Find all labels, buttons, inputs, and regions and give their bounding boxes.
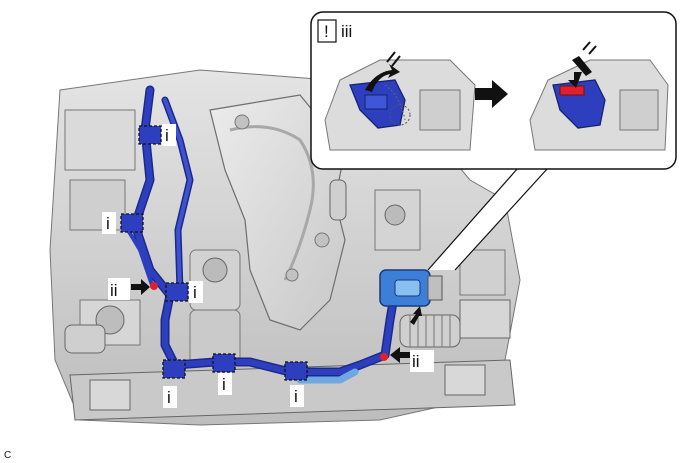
red-clip-right <box>380 353 388 361</box>
clamp-box <box>165 282 189 302</box>
label-ii: ii <box>110 281 118 300</box>
transition-arrow-icon <box>475 80 508 108</box>
label-i: i <box>222 375 226 394</box>
illustration-code: C <box>4 450 11 461</box>
callout-box: ! iii <box>310 11 677 170</box>
arrow-right-icon <box>131 279 150 295</box>
callout-pointer <box>427 167 549 271</box>
connector-after-illustration <box>529 41 669 151</box>
attention-symbol: ! <box>324 22 329 41</box>
label-i: i <box>165 126 169 145</box>
clamp-box <box>138 125 162 145</box>
label-i: i <box>106 214 110 233</box>
arrow-left-icon <box>390 347 410 363</box>
attention-icon <box>317 19 337 43</box>
clamp-box <box>284 361 308 381</box>
label-i: i <box>167 388 171 407</box>
callout-label: iii <box>341 22 352 41</box>
label-i: i <box>294 387 298 406</box>
clamp-box <box>162 359 186 379</box>
label-ii-left: ii <box>108 278 150 300</box>
connector-before-illustration <box>324 51 476 151</box>
curved-arrow-icon <box>365 64 400 92</box>
label-i: i <box>193 283 197 302</box>
arrow-up-icon <box>410 306 422 325</box>
red-clip-left <box>150 282 158 290</box>
quick-connector-main <box>379 269 443 307</box>
clamp-box <box>212 353 236 373</box>
hose-clamps <box>120 125 308 381</box>
label-i-group: i i i i i i <box>102 124 304 408</box>
label-ii: ii <box>412 352 420 371</box>
label-ii-right: ii <box>390 347 434 372</box>
clamp-box <box>120 213 144 233</box>
down-arrow-icon <box>568 72 582 88</box>
